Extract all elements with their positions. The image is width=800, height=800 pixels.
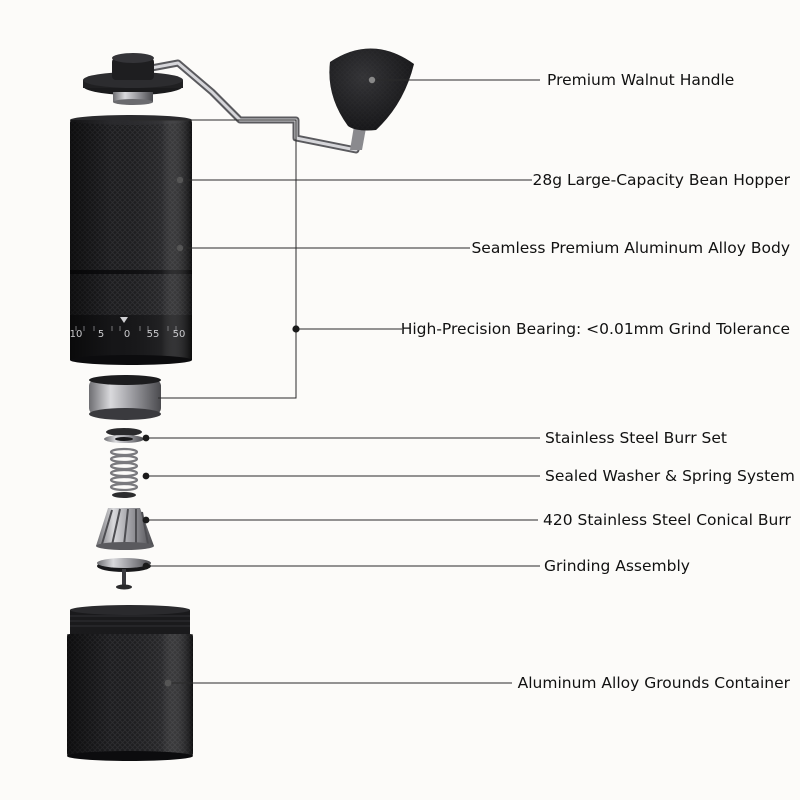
label-bean-hopper: 28g Large-Capacity Bean Hopper [532, 171, 791, 189]
label-grounds-container: Aluminum Alloy Grounds Container [517, 674, 790, 692]
label-premium-walnut-handle: Premium Walnut Handle [547, 71, 735, 89]
spring-part [109, 447, 139, 492]
grinding-assembly-part [97, 558, 151, 590]
dial-number: 50 [173, 329, 186, 340]
bearing-part [89, 375, 161, 420]
grounds-container-part [67, 605, 193, 761]
label-bearing: High-Precision Bearing: <0.01mm Grind To… [400, 320, 790, 338]
leader-lines [130, 79, 540, 684]
leader-dot [292, 325, 300, 333]
leader-dot [142, 516, 150, 524]
leader-dot [176, 244, 184, 252]
label-conical-burr: 420 Stainless Steel Conical Burr [543, 511, 791, 529]
leader-line [130, 119, 297, 399]
leader-dot [164, 679, 172, 687]
label-washer-spring: Sealed Washer & Spring System [545, 467, 795, 485]
dial-ticks [75, 326, 177, 331]
leader-dot [142, 434, 150, 442]
label-burr-set: Stainless Steel Burr Set [545, 429, 727, 447]
dial-number: 10 [70, 329, 83, 340]
leader-dot [142, 472, 150, 480]
walnut-knob [329, 48, 414, 131]
conical-burr-part [96, 508, 154, 550]
leader-dot [176, 176, 184, 184]
main-body [70, 115, 192, 365]
leader-dot [142, 562, 150, 570]
leader-dot [368, 76, 376, 84]
label-alloy-body: Seamless Premium Aluminum Alloy Body [471, 239, 790, 257]
top-cap [83, 53, 183, 105]
dial-number: 55 [147, 329, 160, 340]
dial-number: 0 [124, 329, 130, 340]
burr-set-part [104, 428, 144, 443]
dial-number: 5 [98, 329, 104, 340]
dial-numbers: 10 5 0 55 50 [70, 329, 186, 340]
label-grinding-assembly: Grinding Assembly [544, 557, 690, 575]
leader-dots [142, 76, 376, 687]
